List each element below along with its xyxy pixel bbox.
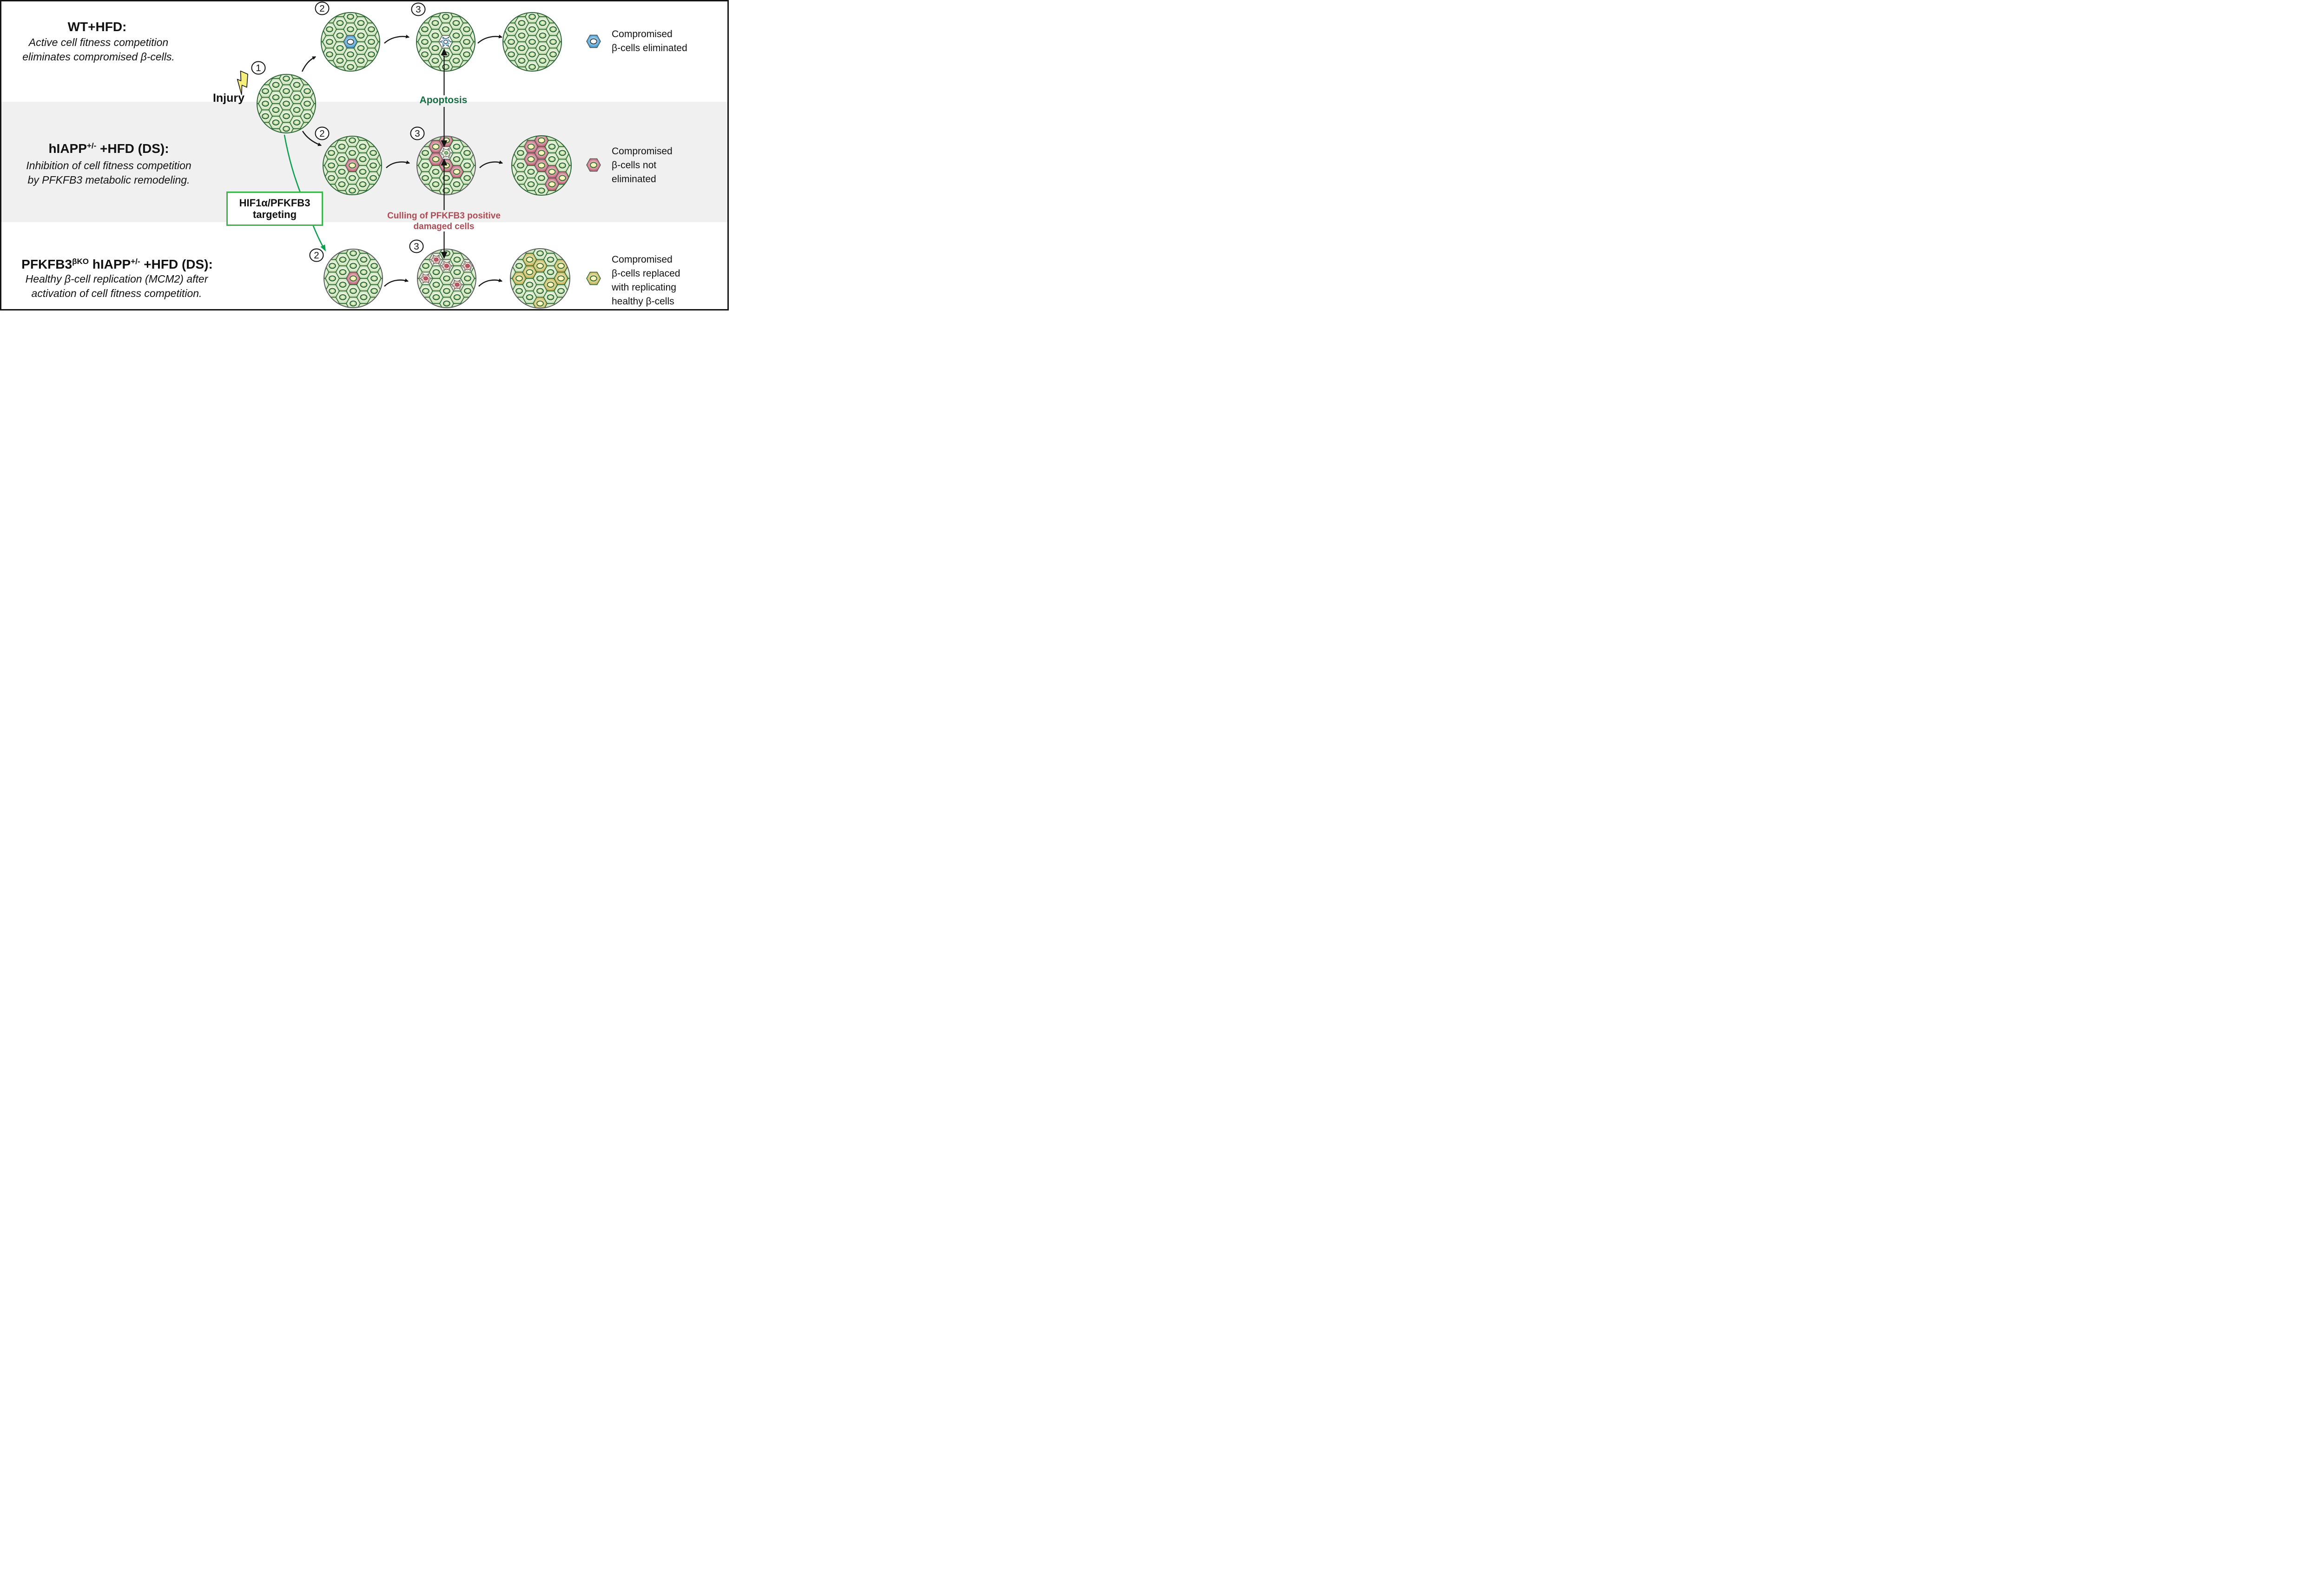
row2-subtitle: Inhibition of cell fitness competition by…	[26, 158, 191, 187]
step-badge-3: 3	[410, 126, 425, 140]
svg-text:2: 2	[314, 250, 319, 261]
row3-subtitle: Healthy β-cell replication (MCM2) after a…	[26, 272, 208, 301]
text-line: Inhibition of cell fitness competition	[26, 159, 191, 172]
row2-title: hIAPP+/- +HFD (DS):	[48, 141, 169, 156]
diagram-canvas: 1 2 3 2 3 2 3	[237, 1, 601, 309]
figure-panel: 1 2 3 2 3 2 3 WT+HFD: Active cell fitness comp…	[0, 0, 729, 310]
islet-wt-2	[321, 12, 380, 72]
islet-ko-2	[324, 249, 383, 308]
text-line: by PFKFB3 metabolic remodeling.	[27, 174, 190, 186]
row1-title: WT+HFD:	[67, 20, 127, 34]
text-line: Compromised	[612, 146, 673, 157]
text-line: Compromised	[612, 29, 673, 40]
lightning-bolt-icon	[237, 70, 248, 95]
text-line: Active cell fitness competition	[28, 36, 169, 48]
text-line: Healthy β-cell replication (MCM2) after	[25, 273, 208, 285]
islet-ko-4	[510, 248, 570, 309]
text-line: damaged cells	[413, 222, 475, 231]
step-badge-3: 3	[409, 239, 424, 253]
text-line: β-cells eliminated	[612, 43, 687, 53]
svg-text:3: 3	[416, 4, 421, 15]
text-line: β-cells not	[612, 160, 657, 171]
text-line: eliminated	[612, 174, 656, 185]
text-line: β-cells replaced	[612, 268, 680, 279]
text-line: activation of cell fitness competition.	[31, 287, 202, 299]
islet-wt-4	[502, 12, 562, 72]
svg-text:2: 2	[319, 3, 324, 14]
row3-title: PFKFB3βKO hIAPP+/- +HFD (DS):	[21, 257, 213, 271]
legend-blue-text: Compromised β-cells eliminated	[612, 27, 687, 55]
step-badge-2: 2	[309, 248, 324, 262]
legend-olive-text: Compromised β-cells replaced with replicat…	[612, 253, 680, 309]
legend-blue-cell-icon	[586, 34, 601, 48]
step-badge-1: 1	[251, 61, 266, 75]
text-line: eliminates compromised β-cells.	[22, 51, 175, 63]
row1-subtitle: Active cell fitness competition eliminate…	[22, 35, 175, 64]
svg-text:3: 3	[415, 128, 420, 139]
svg-text:2: 2	[319, 128, 324, 139]
injury-label: Injury	[212, 92, 245, 105]
svg-text:1: 1	[256, 63, 261, 73]
step-badge-2: 2	[315, 1, 330, 15]
text-line: healthy β-cells	[612, 296, 674, 307]
islet-ds-4	[511, 135, 572, 196]
text-line: Culling of PFKFB3 positive	[387, 211, 501, 221]
legend-red-cell-icon	[586, 158, 601, 172]
step-badge-2: 2	[315, 126, 330, 140]
step-badge-3: 3	[411, 2, 426, 16]
text-line: Compromised	[612, 254, 673, 265]
apoptosis-culling-arrows	[441, 48, 448, 259]
legend-red-text: Compromised β-cells not eliminated	[612, 145, 673, 186]
svg-text:3: 3	[414, 241, 419, 252]
islet-injured-start	[257, 74, 316, 133]
legend-olive-cell-icon	[586, 271, 601, 285]
progression-arrows	[301, 34, 503, 287]
text-line: with replicating	[612, 282, 676, 293]
apoptosis-label: Apoptosis	[419, 95, 468, 106]
text-line: HIF1α/PFKFB3	[239, 197, 310, 209]
text-line: targeting	[252, 209, 297, 220]
